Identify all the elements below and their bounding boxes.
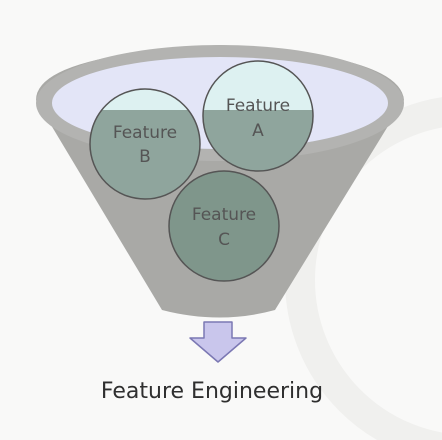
feature-c-label-line2: C	[218, 230, 230, 250]
feature-b-circle: Feature B	[89, 88, 201, 200]
down-arrow-icon	[189, 321, 247, 363]
feature-c-circle: Feature C	[168, 170, 280, 282]
feature-b-label-line2: B	[139, 147, 151, 167]
feature-b-label-line1: Feature	[113, 123, 177, 143]
feature-a-circle: Feature A	[202, 60, 314, 172]
diagram-caption: Feature Engineering	[101, 379, 323, 404]
feature-a-label-line1: Feature	[226, 96, 290, 116]
feature-a-label-line2: A	[252, 121, 264, 141]
background-decoration	[285, 97, 442, 440]
feature-c-label-line1: Feature	[192, 205, 256, 225]
